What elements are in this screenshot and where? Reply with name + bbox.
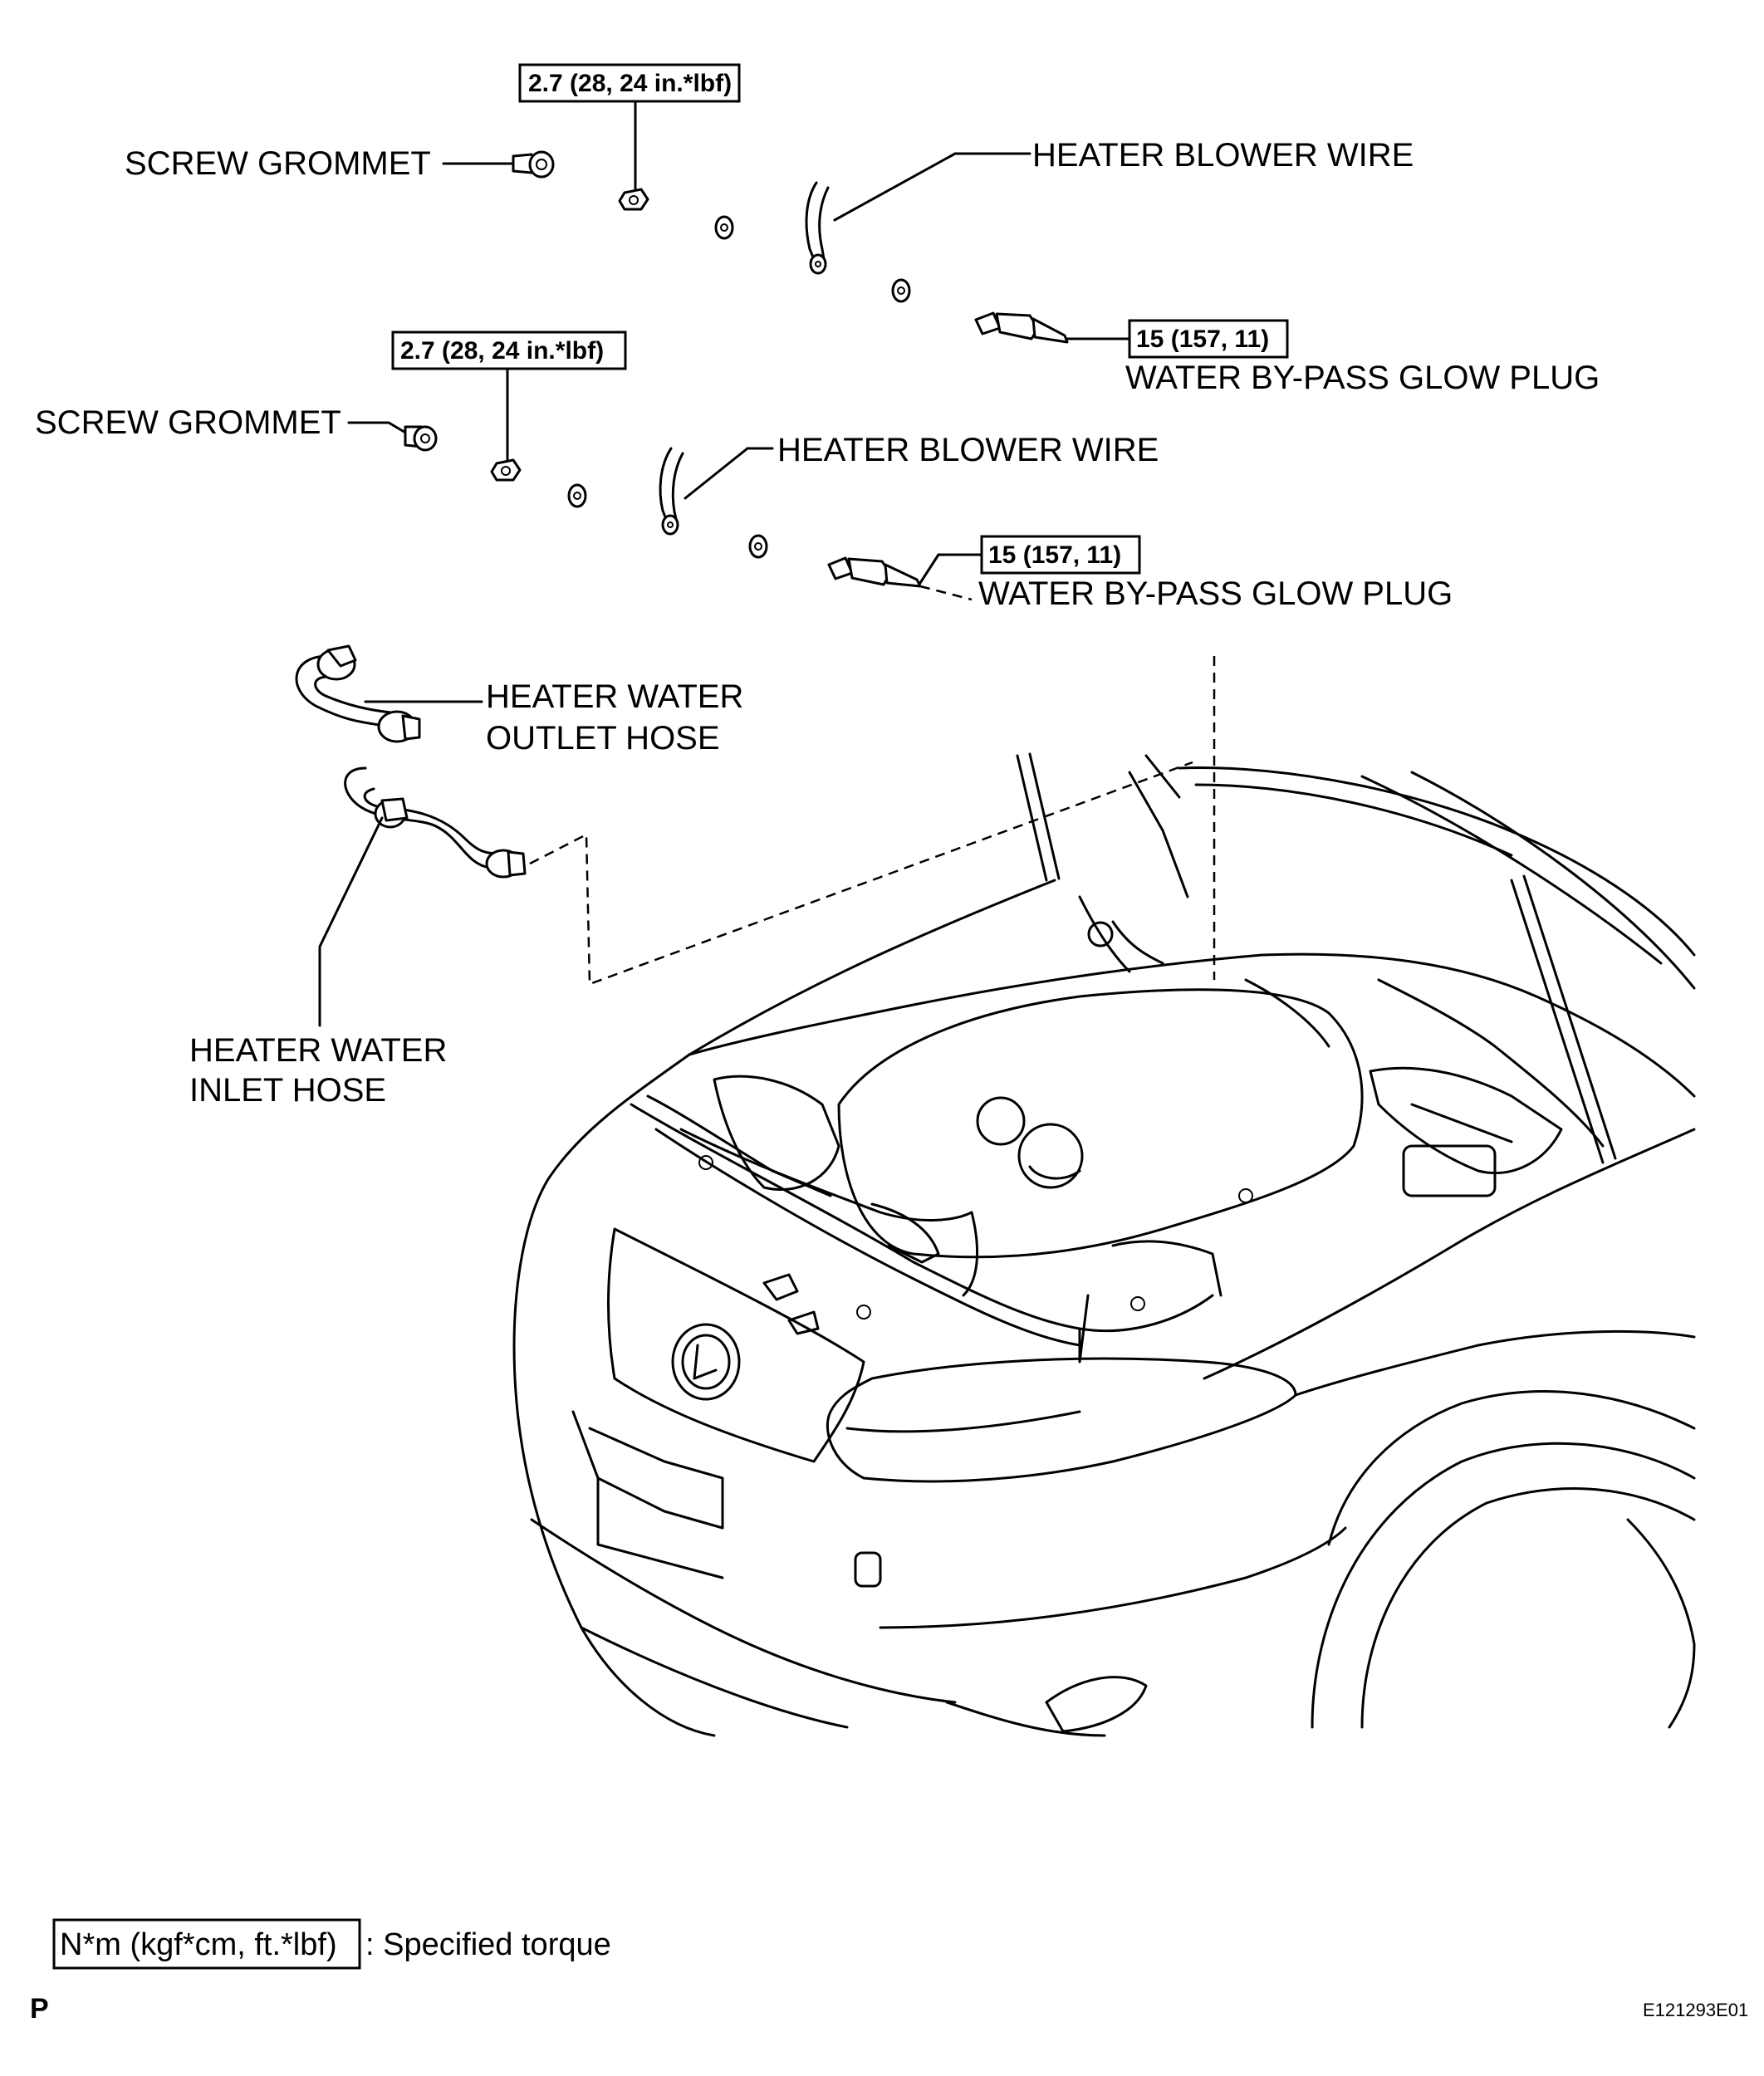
label-glow-plug-1: WATER BY-PASS GLOW PLUG [1125, 360, 1600, 396]
torque-box-grommet-nut-1: 2.7 (28, 24 in.*lbf) [518, 63, 741, 103]
clip-icon [748, 534, 768, 559]
lower-assembly: 2.7 (28, 24 in.*lbf) SCREW GROMMET HEATE… [35, 330, 1453, 612]
label-inlet-hose-line2: INLET HOSE [189, 1072, 386, 1109]
label-screw-grommet-2: SCREW GROMMET [35, 404, 341, 441]
label-screw-grommet-1: SCREW GROMMET [125, 145, 431, 182]
torque-value: 2.7 (28, 24 in.*lbf) [400, 337, 604, 365]
screw-grommet-icon [512, 150, 555, 179]
torque-value: 2.7 (28, 24 in.*lbf) [528, 70, 732, 97]
torque-box-glow-plug-2: 15 (157, 11) [980, 535, 1141, 575]
heater-blower-wire-icon [805, 181, 830, 275]
corner-mark: P [30, 1993, 49, 2025]
legend-unit-box: N*m (kgf*cm, ft.*lbf) [60, 1927, 337, 1962]
torque-legend: N*m (kgf*cm, ft.*lbf) : Specified torque [52, 1918, 611, 1970]
label-outlet-hose-line1: HEATER WATER [486, 678, 743, 715]
clip-icon [567, 483, 587, 508]
figure-id: E121293E01 [1643, 2000, 1748, 2020]
label-heater-blower-wire-2: HEATER BLOWER WIRE [777, 432, 1159, 468]
heater-blower-wire-icon [659, 447, 684, 536]
upper-assembly: 2.7 (28, 24 in.*lbf) SCREW GROMMET [125, 63, 1600, 396]
heater-water-inlet-hose: HEATER WATER INLET HOSE [189, 766, 527, 1109]
clip-icon [714, 215, 734, 240]
label-inlet-hose-line1: HEATER WATER [189, 1032, 447, 1069]
clip-icon [891, 278, 911, 303]
nut-icon [490, 458, 522, 482]
torque-box-grommet-nut-2: 2.7 (28, 24 in.*lbf) [391, 330, 627, 370]
legend-description: : Specified torque [365, 1927, 611, 1962]
vehicle-front-illustration [512, 752, 1696, 1737]
label-glow-plug-2: WATER BY-PASS GLOW PLUG [978, 575, 1453, 612]
glow-plug-icon [974, 311, 1069, 344]
torque-value: 15 (157, 11) [1136, 326, 1269, 353]
installation-guide-lines [529, 656, 1216, 986]
heater-water-outlet-hose: HEATER WATER OUTLET HOSE [295, 644, 743, 756]
torque-value: 15 (157, 11) [988, 541, 1121, 569]
screw-grommet-icon [404, 425, 438, 452]
torque-box-glow-plug-1: 15 (157, 11) [1128, 319, 1289, 359]
label-outlet-hose-line2: OUTLET HOSE [486, 720, 720, 756]
label-heater-blower-wire-1: HEATER BLOWER WIRE [1032, 137, 1414, 174]
nut-icon [618, 188, 649, 211]
glow-plug-icon [827, 556, 922, 588]
